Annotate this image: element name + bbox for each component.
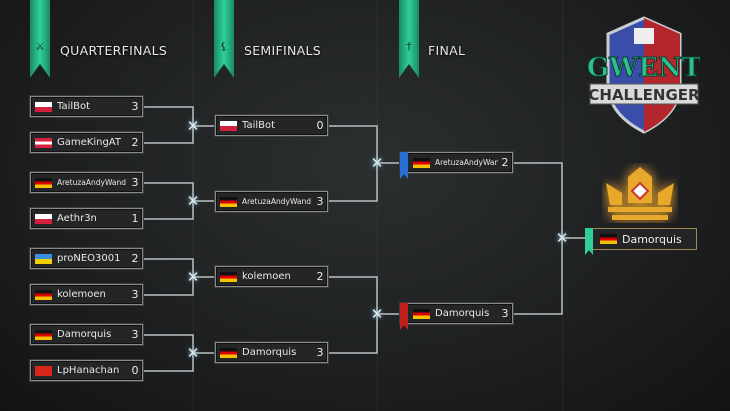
quarterfinals-player-box[interactable]: GameKingAT 2 <box>29 131 144 154</box>
quarterfinals-player-box[interactable]: Damorquis 3 <box>29 323 144 346</box>
round-title-quarterfinals: QUARTERFINALS <box>60 43 168 58</box>
champion-name: Damorquis <box>622 232 682 246</box>
player-name: kolemoen <box>242 271 291 282</box>
crossed-swords-icon: ✕ <box>186 192 200 210</box>
flag-icon-de <box>35 177 52 188</box>
player-name: proNEO3001 <box>57 253 121 264</box>
player-score: 3 <box>501 307 509 320</box>
final-player-box[interactable]: Damorquis 3 <box>399 302 514 330</box>
round-title-final: FINAL <box>428 43 466 58</box>
trophy-crown-icon <box>606 167 674 220</box>
flag-icon-de <box>35 329 52 340</box>
player-score: 2 <box>316 270 324 283</box>
quarterfinals-player-box[interactable]: AretuzaAndyWand 3 <box>29 171 144 194</box>
player-score: 2 <box>131 252 139 265</box>
flag-icon-cn <box>35 365 52 376</box>
champion-box[interactable]: Damorquis <box>585 228 697 255</box>
player-score: 2 <box>131 136 139 149</box>
flag-icon-de <box>220 196 237 207</box>
player-name: AretuzaAndyWand <box>242 197 312 206</box>
catapult-banner-icon: ⚔ <box>30 0 50 78</box>
round-title-semifinals: SEMIFINALS <box>244 43 321 58</box>
flag-icon-de <box>413 308 430 319</box>
flag-icon-pl <box>220 120 237 131</box>
quarterfinals-player-box[interactable]: TailBot 3 <box>29 95 144 118</box>
player-score: 3 <box>131 176 139 189</box>
player-name: AretuzaAndyWand <box>435 158 498 167</box>
flag-icon-ua <box>35 253 52 264</box>
player-name: kolemoen <box>57 289 106 300</box>
bow-banner-icon: ⚸ <box>214 0 234 78</box>
player-score: 1 <box>131 212 139 225</box>
flag-icon-pl <box>35 213 52 224</box>
svg-text:CHALLENGER: CHALLENGER <box>588 86 700 104</box>
flag-icon-de <box>220 271 237 282</box>
player-score: 3 <box>316 195 324 208</box>
crossed-swords-icon: ✕ <box>186 268 200 286</box>
player-name: TailBot <box>242 120 276 131</box>
quarterfinals-player-box[interactable]: proNEO3001 2 <box>29 247 144 270</box>
semifinals-player-box[interactable]: Damorquis 3 <box>214 341 329 364</box>
ribbon-icon <box>400 303 408 330</box>
quarterfinals-player-box[interactable]: Aethr3n 1 <box>29 207 144 230</box>
flag-icon-de <box>35 289 52 300</box>
player-name: Damorquis <box>435 308 490 319</box>
ribbon-icon <box>400 152 408 179</box>
crossed-swords-icon: ✕ <box>186 344 200 362</box>
player-score: 0 <box>131 364 139 377</box>
player-name: Damorquis <box>242 347 297 358</box>
player-name: AretuzaAndyWand <box>57 178 127 187</box>
player-name: Damorquis <box>57 329 112 340</box>
quarterfinals-player-box[interactable]: LpHanachan 0 <box>29 359 144 382</box>
svg-text:GWENT: GWENT <box>588 53 700 83</box>
flag-icon-at <box>35 137 52 148</box>
player-score: 3 <box>131 288 139 301</box>
semifinals-player-box[interactable]: TailBot 0 <box>214 114 329 137</box>
crossed-swords-icon: ✕ <box>186 117 200 135</box>
gwent-challenger-logo: GWENT CHALLENGER <box>588 16 700 134</box>
player-score: 3 <box>131 328 139 341</box>
player-score: 3 <box>316 346 324 359</box>
flag-icon-pl <box>35 101 52 112</box>
player-name: TailBot <box>57 101 91 112</box>
crossed-swords-icon: ✕ <box>370 154 384 172</box>
player-name: Aethr3n <box>57 213 97 224</box>
flag-icon-de <box>600 234 617 244</box>
flag-icon-de <box>413 157 430 168</box>
semifinals-player-box[interactable]: kolemoen 2 <box>214 265 329 288</box>
crossed-swords-icon: ✕ <box>555 229 569 247</box>
player-name: LpHanachan <box>57 365 120 376</box>
quarterfinals-player-box[interactable]: kolemoen 3 <box>29 283 144 306</box>
semifinals-player-box[interactable]: AretuzaAndyWand 3 <box>214 190 329 213</box>
player-score: 3 <box>131 100 139 113</box>
sword-banner-icon: † <box>399 0 419 78</box>
crossed-swords-icon: ✕ <box>370 305 384 323</box>
player-name: GameKingAT <box>57 137 121 148</box>
player-score: 0 <box>316 119 324 132</box>
flag-icon-de <box>220 347 237 358</box>
green-ribbon-icon <box>585 228 593 255</box>
player-score: 2 <box>501 156 509 169</box>
